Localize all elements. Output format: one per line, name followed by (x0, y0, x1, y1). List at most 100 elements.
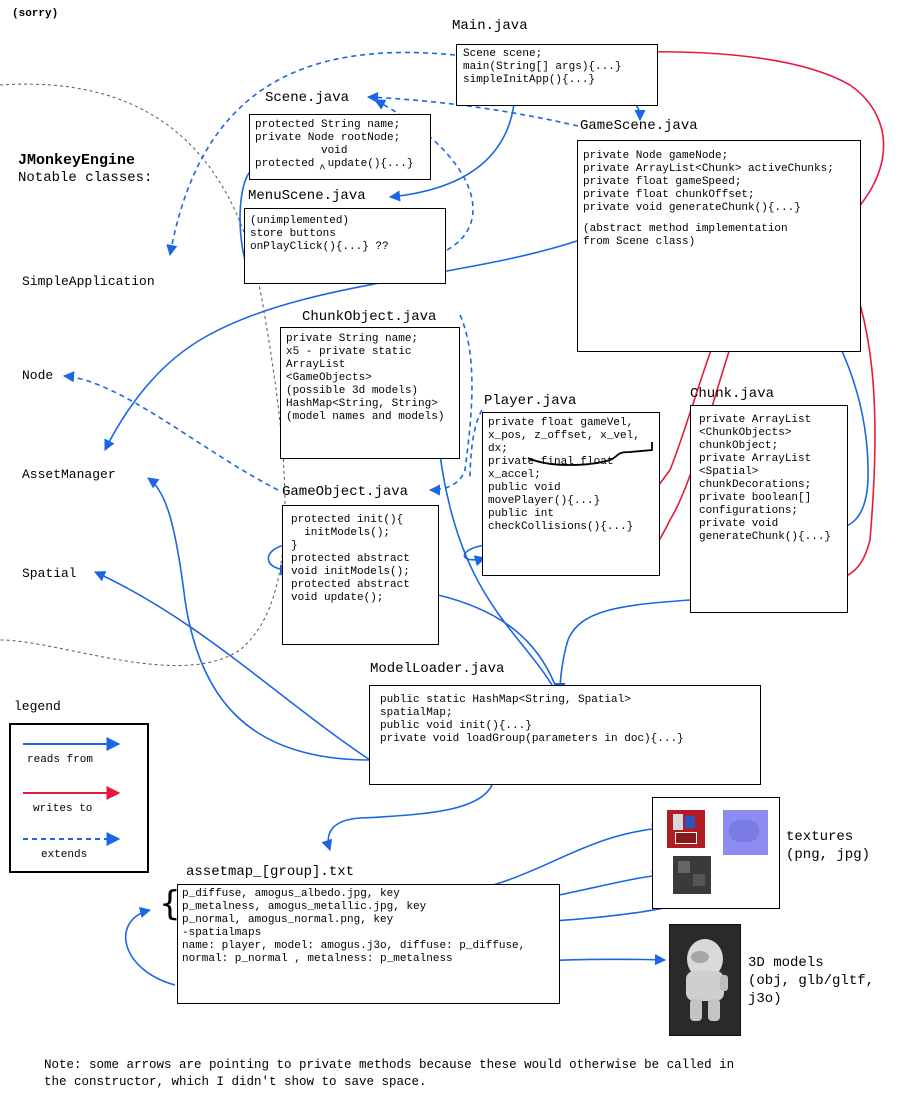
player-line: dx; (488, 443, 508, 455)
assetmap-line: normal: p_normal , metalness: p_metalnes… (182, 953, 453, 965)
scene-caret: ^ (319, 164, 326, 176)
chunkobject-line: HashMap<String, String> (286, 398, 438, 410)
menuscene-java-box: (unimplemented) store buttons onPlayClic… (244, 208, 446, 284)
player-java-title: Player.java (484, 393, 577, 409)
assetmap-line: p_diffuse, amogus_albedo.jpg, key (182, 888, 400, 900)
assetmap-box: p_diffuse, amogus_albedo.jpg, key p_meta… (177, 884, 560, 1004)
assetmap-line: -spatialmaps (182, 927, 262, 939)
model-thumbnail (669, 924, 741, 1036)
player-line: public void (488, 482, 561, 494)
main-java-title: Main.java (452, 18, 528, 34)
chunkobject-line: <GameObjects> (286, 372, 372, 384)
gameobject-line: protected init(){ (291, 514, 404, 526)
gameobject-line: initModels(); (291, 527, 391, 539)
chunkobject-java-title: ChunkObject.java (302, 309, 437, 325)
engine-title: JMonkeyEngine (18, 152, 136, 169)
menuscene-line: onPlayClick(){...} ?? (250, 241, 389, 253)
astronaut-icon (686, 939, 728, 1021)
gameobject-line: void update(); (291, 592, 384, 604)
main-java-box: Scene scene; main(String[] args){...} si… (456, 44, 658, 106)
gamescene-line: private Node gameNode; (583, 150, 729, 162)
chunk-line: private ArrayList (699, 414, 812, 426)
legend-box: reads from writes to extends (9, 723, 149, 873)
chunkobject-line: ArrayList (286, 359, 346, 371)
player-line: checkCollisions(){...} (488, 521, 634, 533)
assetmap-line: name: player, model: amogus.j3o, diffuse… (182, 940, 526, 952)
footnote-line-2: the constructor, which I didn't show to … (44, 1075, 427, 1089)
metallic-texture-thumbnail (673, 856, 711, 894)
scene-line: protected String name; (255, 119, 401, 131)
chunk-line: private void (699, 518, 779, 530)
gameobject-line: protected abstract (291, 579, 410, 591)
models3d-label-1: 3D models (748, 955, 824, 971)
models3d-label-3: j3o) (748, 991, 782, 1007)
legend-extends-label: extends (41, 849, 88, 861)
models3d-label-2: (obj, glb/gltf, (748, 973, 875, 989)
chunkobject-line: private String name; (286, 333, 419, 345)
player-java-box: private float gameVel, x_pos, z_offset, … (482, 412, 660, 576)
gamescene-java-box: private Node gameNode; private ArrayList… (577, 140, 861, 352)
textures-label-2: (png, jpg) (786, 847, 871, 863)
gamescene-java-title: GameScene.java (580, 118, 698, 134)
scene-line: private Node rootNode; (255, 132, 401, 144)
scene-line: void (255, 145, 348, 157)
modelloader-line: private void loadGroup(parameters in doc… (380, 733, 684, 745)
assetmap-line: p_metalness, amogus_metallic.jpg, key (182, 901, 427, 913)
gamescene-line: (abstract method implementation (583, 223, 788, 235)
modelloader-java-box: public static HashMap<String, Spatial> s… (369, 685, 761, 785)
gameobject-java-box: protected init(){ initModels(); } protec… (282, 505, 439, 645)
textures-panel (652, 797, 780, 909)
scene-java-box: protected String name; private Node root… (249, 114, 431, 180)
chunk-java-box: private ArrayList <ChunkObjects> chunkOb… (690, 405, 848, 613)
x-vel-scribble (527, 442, 653, 466)
chunk-java-title: Chunk.java (690, 386, 775, 402)
chunk-line: private boolean[] (699, 492, 812, 504)
assetmap-line: p_normal, amogus_normal.png, key (182, 914, 394, 926)
chunk-line: chunkObject; (699, 440, 779, 452)
class-assetmanager: AssetManager (22, 467, 116, 482)
gameobject-java-title: GameObject.java (282, 484, 409, 500)
menuscene-line: store buttons (250, 228, 336, 240)
gameobject-line: } (291, 540, 298, 552)
player-line: private float gameVel, (488, 417, 634, 429)
diffuse-texture-thumbnail (667, 810, 705, 848)
main-line: main(String[] args){...} (463, 61, 622, 73)
main-line: Scene scene; (463, 48, 543, 60)
engine-subtitle: Notable classes: (18, 170, 153, 186)
gamescene-line: private float gameSpeed; (583, 176, 742, 188)
read-loadgroup-assetmap (321, 784, 493, 852)
normal-texture-thumbnail (723, 810, 768, 855)
chunk-line: chunkDecorations; (699, 479, 812, 491)
extends-player-gameobject (469, 409, 483, 479)
chunk-line: <ChunkObjects> (699, 427, 792, 439)
scene-java-title: Scene.java (265, 90, 350, 106)
chunkobject-line: (possible 3d models) (286, 385, 419, 397)
chunk-line: <Spatial> (699, 466, 759, 478)
chunkobject-line: (model names and models) (286, 411, 445, 423)
modelloader-line: public void init(){...} (380, 720, 532, 732)
legend-reads-label: reads from (27, 754, 94, 766)
assetmap-brace: { (159, 884, 181, 924)
chunkobject-line: x5 - private static (286, 346, 412, 358)
read-gameobject-modelloader (437, 594, 559, 694)
modelloader-line: spatialMap; (380, 707, 453, 719)
player-line: movePlayer(){...} (488, 495, 601, 507)
player-line: public int (488, 508, 555, 520)
main-line: simpleInitApp(){...} (463, 74, 596, 86)
footnote-line-1: Note: some arrows are pointing to privat… (44, 1058, 735, 1072)
scene-line: protected update(){...} (255, 158, 414, 170)
gamescene-line: private float chunkOffset; (583, 189, 755, 201)
menuscene-line: (unimplemented) (250, 215, 350, 227)
modelloader-line: public static HashMap<String, Spatial> (380, 694, 631, 706)
gameobject-line: protected abstract (291, 553, 410, 565)
assetmap-title: assetmap_[group].txt (186, 864, 355, 880)
read-chunk-modelloader (554, 599, 691, 695)
gamescene-line: from Scene class) (583, 236, 696, 248)
class-simpleapplication: SimpleApplication (22, 274, 155, 289)
legend-writes-label: writes to (33, 803, 93, 815)
gameobject-line: void initModels(); (291, 566, 410, 578)
gamescene-line: private ArrayList<Chunk> activeChunks; (583, 163, 834, 175)
textures-label-1: textures (786, 829, 854, 845)
corner-note: (sorry) (12, 8, 59, 20)
player-line: x_accel; (488, 469, 541, 481)
